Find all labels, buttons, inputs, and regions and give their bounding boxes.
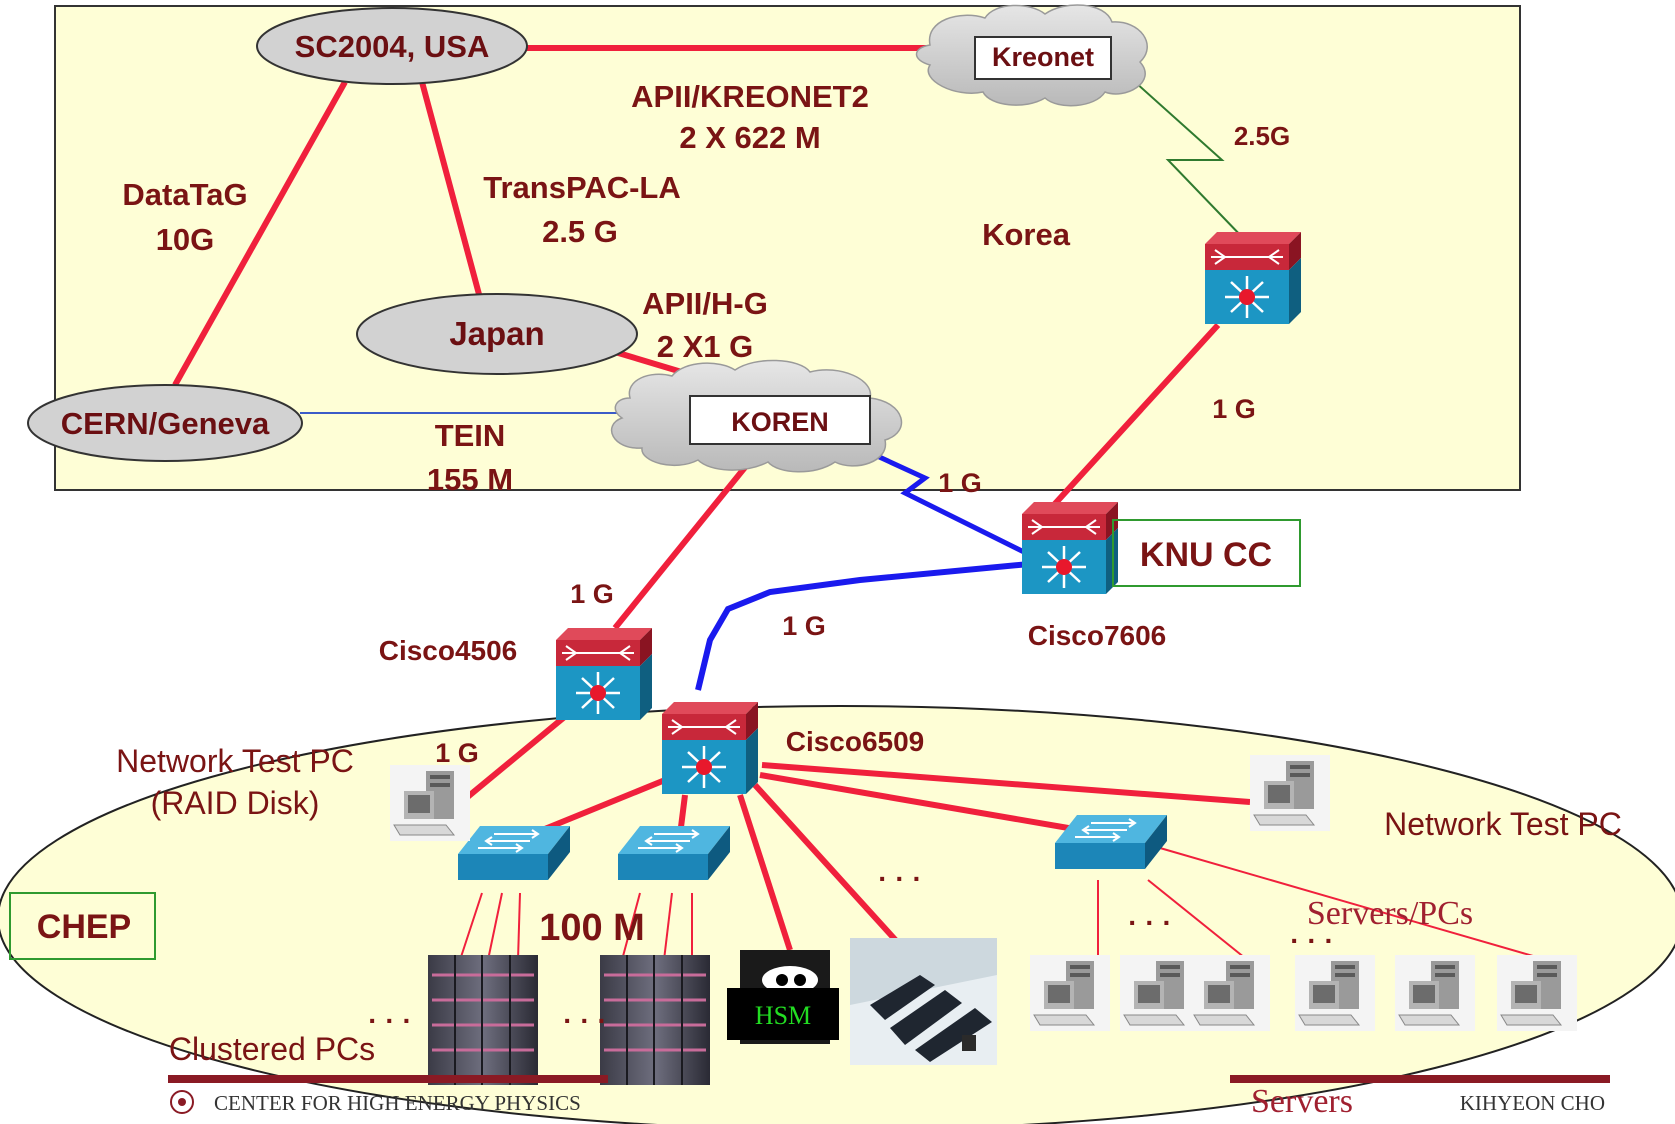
link-koren-cisco4506 (612, 453, 758, 630)
chep-label: CHEP (37, 908, 131, 946)
ellipsis-dots: · · · (1128, 907, 1172, 938)
clustered-pcs-label: Clustered PCs (169, 1031, 375, 1067)
servers-pcs-label: Servers/PCs (1307, 895, 1473, 932)
center-logo-icon (170, 1090, 194, 1114)
kreonet-label: Kreonet (992, 42, 1094, 72)
hsm-label: HSM (755, 1001, 811, 1030)
link-6509-switch3 (759, 772, 1081, 833)
datatag-label: DataTaG (122, 177, 247, 212)
cisco7606-router-icon (1020, 500, 1120, 596)
sc2004-node (256, 7, 528, 85)
koren-cloud: KOREN (610, 359, 903, 473)
sc2004-label: SC2004, USA (295, 29, 490, 64)
datatag-bandwidth: 10G (156, 222, 215, 257)
kreonet-cloud: Kreonet (915, 4, 1148, 107)
server-pc-icon (1029, 954, 1111, 1032)
japan-label: Japan (449, 315, 544, 352)
server-pc-icon (1394, 954, 1476, 1032)
cisco7606-label: Cisco7606 (1028, 620, 1167, 651)
chep-box (9, 892, 156, 960)
server-pc-icon (1496, 954, 1578, 1032)
footer-bar-right (1230, 1075, 1610, 1083)
network-test-pc-left-label: Network Test PC (116, 743, 354, 779)
cern-node (27, 384, 303, 462)
apii-kreonet2-label: APII/KREONET2 (631, 79, 869, 114)
tein-bandwidth: 155 M (427, 462, 513, 497)
links (172, 45, 1541, 961)
footer-bar-left (168, 1075, 608, 1083)
tein-label: TEIN (435, 418, 506, 453)
server-pc-icon (1294, 954, 1376, 1032)
transpac-bandwidth: 2.5 G (542, 214, 618, 249)
link-6509-switch1 (528, 777, 667, 838)
link-kreonet-router (1134, 81, 1246, 241)
link-sc2004-japan (419, 81, 483, 299)
link-cisco6509-cisco7606 (695, 560, 1041, 691)
link-6509-hsm (737, 794, 793, 951)
switch-1-icon (457, 825, 571, 881)
koren-cisco4506-bandwidth: 1 G (570, 579, 614, 609)
cern-label: CERN/Geneva (61, 406, 270, 441)
kreonet-2.5g-label: 2.5G (1234, 121, 1290, 151)
ellipsis-dots: · · · (368, 1005, 412, 1036)
korea-label: Korea (982, 217, 1071, 252)
cisco4506-router-icon (554, 626, 654, 722)
cisco4506-pc-bandwidth: 1 G (435, 738, 479, 768)
knu-cc-label: KNU CC (1140, 536, 1272, 574)
ellipsis-dots: · · · (563, 1005, 607, 1036)
link-router-cisco7606 (1049, 322, 1221, 510)
switch-3-icon (1054, 814, 1168, 870)
hsm-device: HSM (727, 950, 839, 1044)
cisco6509-7606-bandwidth: 1 G (782, 611, 826, 641)
cisco6509-router-icon (660, 700, 760, 796)
apii-kreonet2-bandwidth: 2 X 622 M (679, 120, 820, 155)
footer-right-text: KIHYEON CHO (1460, 1091, 1605, 1115)
knu-router-bandwidth: 1 G (1212, 394, 1256, 424)
koren-label: KOREN (731, 407, 829, 437)
cisco6509-label: Cisco6509 (786, 726, 925, 757)
kreonet-router-icon (1203, 230, 1303, 326)
koren-knu-bandwidth: 1 G (938, 468, 982, 498)
transpac-label: TransPAC-LA (483, 170, 681, 205)
100m-label: 100 M (539, 907, 645, 949)
servers-label: Servers (1251, 1083, 1353, 1120)
server-room-image (850, 938, 997, 1065)
apii-hg-bandwidth: 2 X1 G (657, 329, 754, 364)
knu-cc-box (1112, 519, 1301, 587)
footer-left-text: CENTER FOR HIGH ENERGY PHYSICS (214, 1091, 581, 1115)
link-6509-servers (752, 782, 903, 948)
switch-2-icon (617, 825, 731, 881)
server-pc-icon (1119, 954, 1201, 1032)
ellipsis-dots: · · · (878, 863, 922, 894)
server-pc-icon (1189, 954, 1271, 1032)
network-test-pc-right-icon (1249, 754, 1331, 832)
link-koren-cisco7606 (873, 452, 1032, 558)
network-test-pc-left-icon (389, 764, 471, 842)
raid-disk-label: (RAID Disk) (151, 785, 320, 821)
ellipsis-dots: · · · (1290, 925, 1334, 956)
network-test-pc-right-label: Network Test PC (1384, 806, 1622, 842)
cisco4506-label: Cisco4506 (379, 635, 518, 666)
cluster-rack-1-image (428, 955, 538, 1085)
link-sc2004-cern (172, 80, 348, 387)
apii-hg-label: APII/H-G (642, 286, 768, 321)
cluster-rack-2-image (600, 955, 710, 1085)
japan-node (356, 293, 638, 375)
link-6509-testpc-right (761, 762, 1251, 805)
